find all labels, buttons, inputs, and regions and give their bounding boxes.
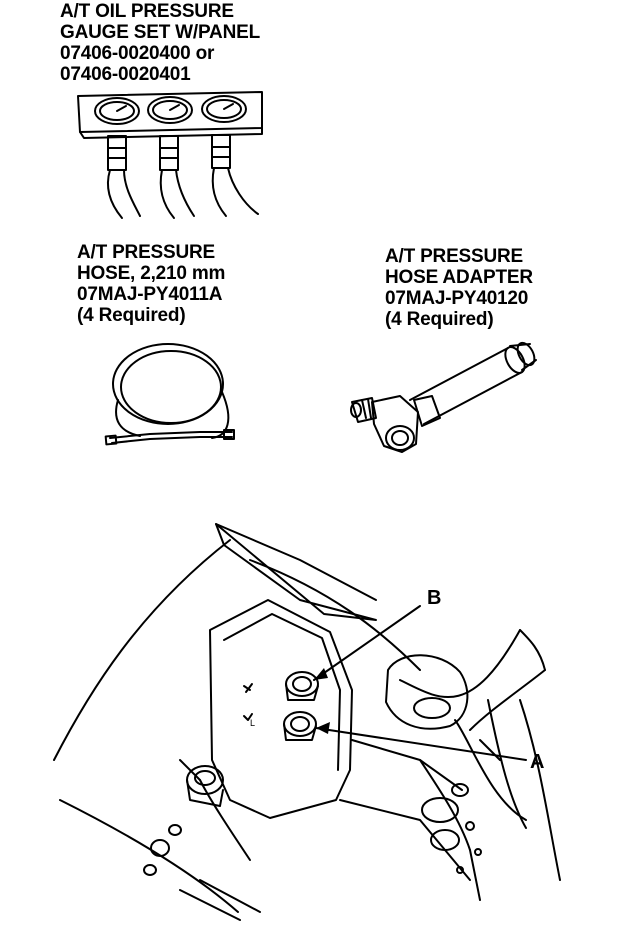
arrowhead-b bbox=[314, 668, 328, 680]
pressure-hose-label-line-2: HOSE, 2,210 mm bbox=[77, 263, 226, 284]
svg-text:L: L bbox=[250, 718, 255, 728]
gauge-1 bbox=[94, 97, 140, 125]
gauge-set-label-line-4: 07406-0020401 bbox=[60, 64, 191, 85]
gauge-set-label-line-1: A/T OIL PRESSURE bbox=[60, 1, 234, 22]
pressure-port-b bbox=[285, 671, 319, 701]
pressure-hose-label-line-3: 07MAJ-PY4011A bbox=[77, 284, 223, 305]
arrowhead-a bbox=[316, 722, 330, 734]
leader-b bbox=[313, 605, 421, 681]
leader-a bbox=[315, 727, 527, 761]
hose-adapter-label-line-3: 07MAJ-PY40120 bbox=[385, 288, 529, 309]
pressure-hose-label: A/T PRESSURE HOSE, 2,210 mm 07MAJ-PY4011… bbox=[77, 242, 225, 326]
hose-adapter-label: A/T PRESSURE HOSE ADAPTER 07MAJ-PY40120 … bbox=[385, 246, 533, 330]
leader-lines bbox=[313, 605, 527, 761]
transmission-illustration: L bbox=[53, 523, 561, 921]
gauge-3 bbox=[201, 95, 247, 123]
pressure-port-a bbox=[283, 711, 317, 741]
gauge-set-label: A/T OIL PRESSURE GAUGE SET W/PANEL 07406… bbox=[60, 1, 260, 85]
pressure-hose-illustration bbox=[104, 343, 235, 446]
hose-adapter-illustration bbox=[350, 341, 537, 453]
hose-adapter-label-line-4: (4 Required) bbox=[385, 309, 494, 330]
callout-b: B bbox=[427, 587, 442, 609]
gauge-set-label-line-2: GAUGE SET W/PANEL bbox=[60, 22, 260, 43]
gauge-set-illustration bbox=[77, 91, 263, 219]
pressure-hose-label-line-1: A/T PRESSURE bbox=[77, 242, 216, 263]
gauge-2 bbox=[147, 96, 193, 124]
pressure-hose-label-line-4: (4 Required) bbox=[77, 305, 186, 326]
callout-a: A bbox=[530, 751, 545, 773]
hose-adapter-label-line-1: A/T PRESSURE bbox=[385, 246, 524, 267]
gauge-set-label-line-3: 07406-0020400 or bbox=[60, 43, 215, 64]
hose-adapter-label-line-2: HOSE ADAPTER bbox=[385, 267, 533, 288]
